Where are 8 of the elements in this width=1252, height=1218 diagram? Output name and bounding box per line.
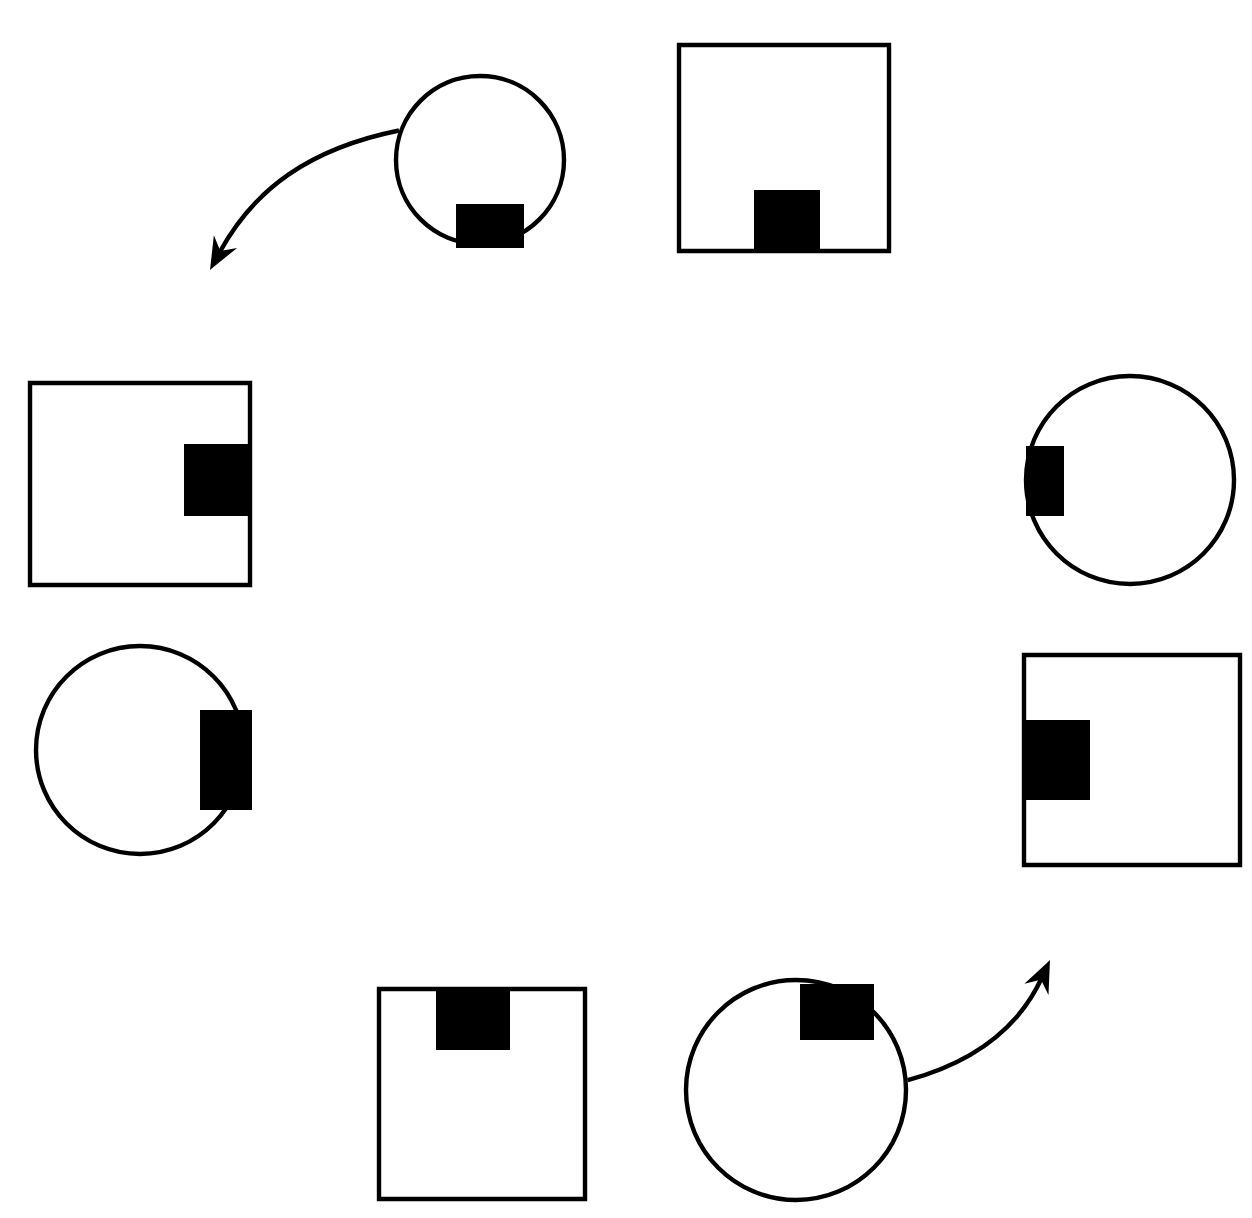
square-symbol <box>676 42 892 254</box>
circle-symbol <box>393 73 567 248</box>
square-symbol <box>27 380 253 588</box>
circle-symbol <box>1023 373 1237 587</box>
circle-symbol <box>33 643 252 857</box>
circle-symbol <box>683 977 909 1203</box>
square-symbol <box>1021 652 1243 868</box>
square-symbol <box>376 986 588 1202</box>
